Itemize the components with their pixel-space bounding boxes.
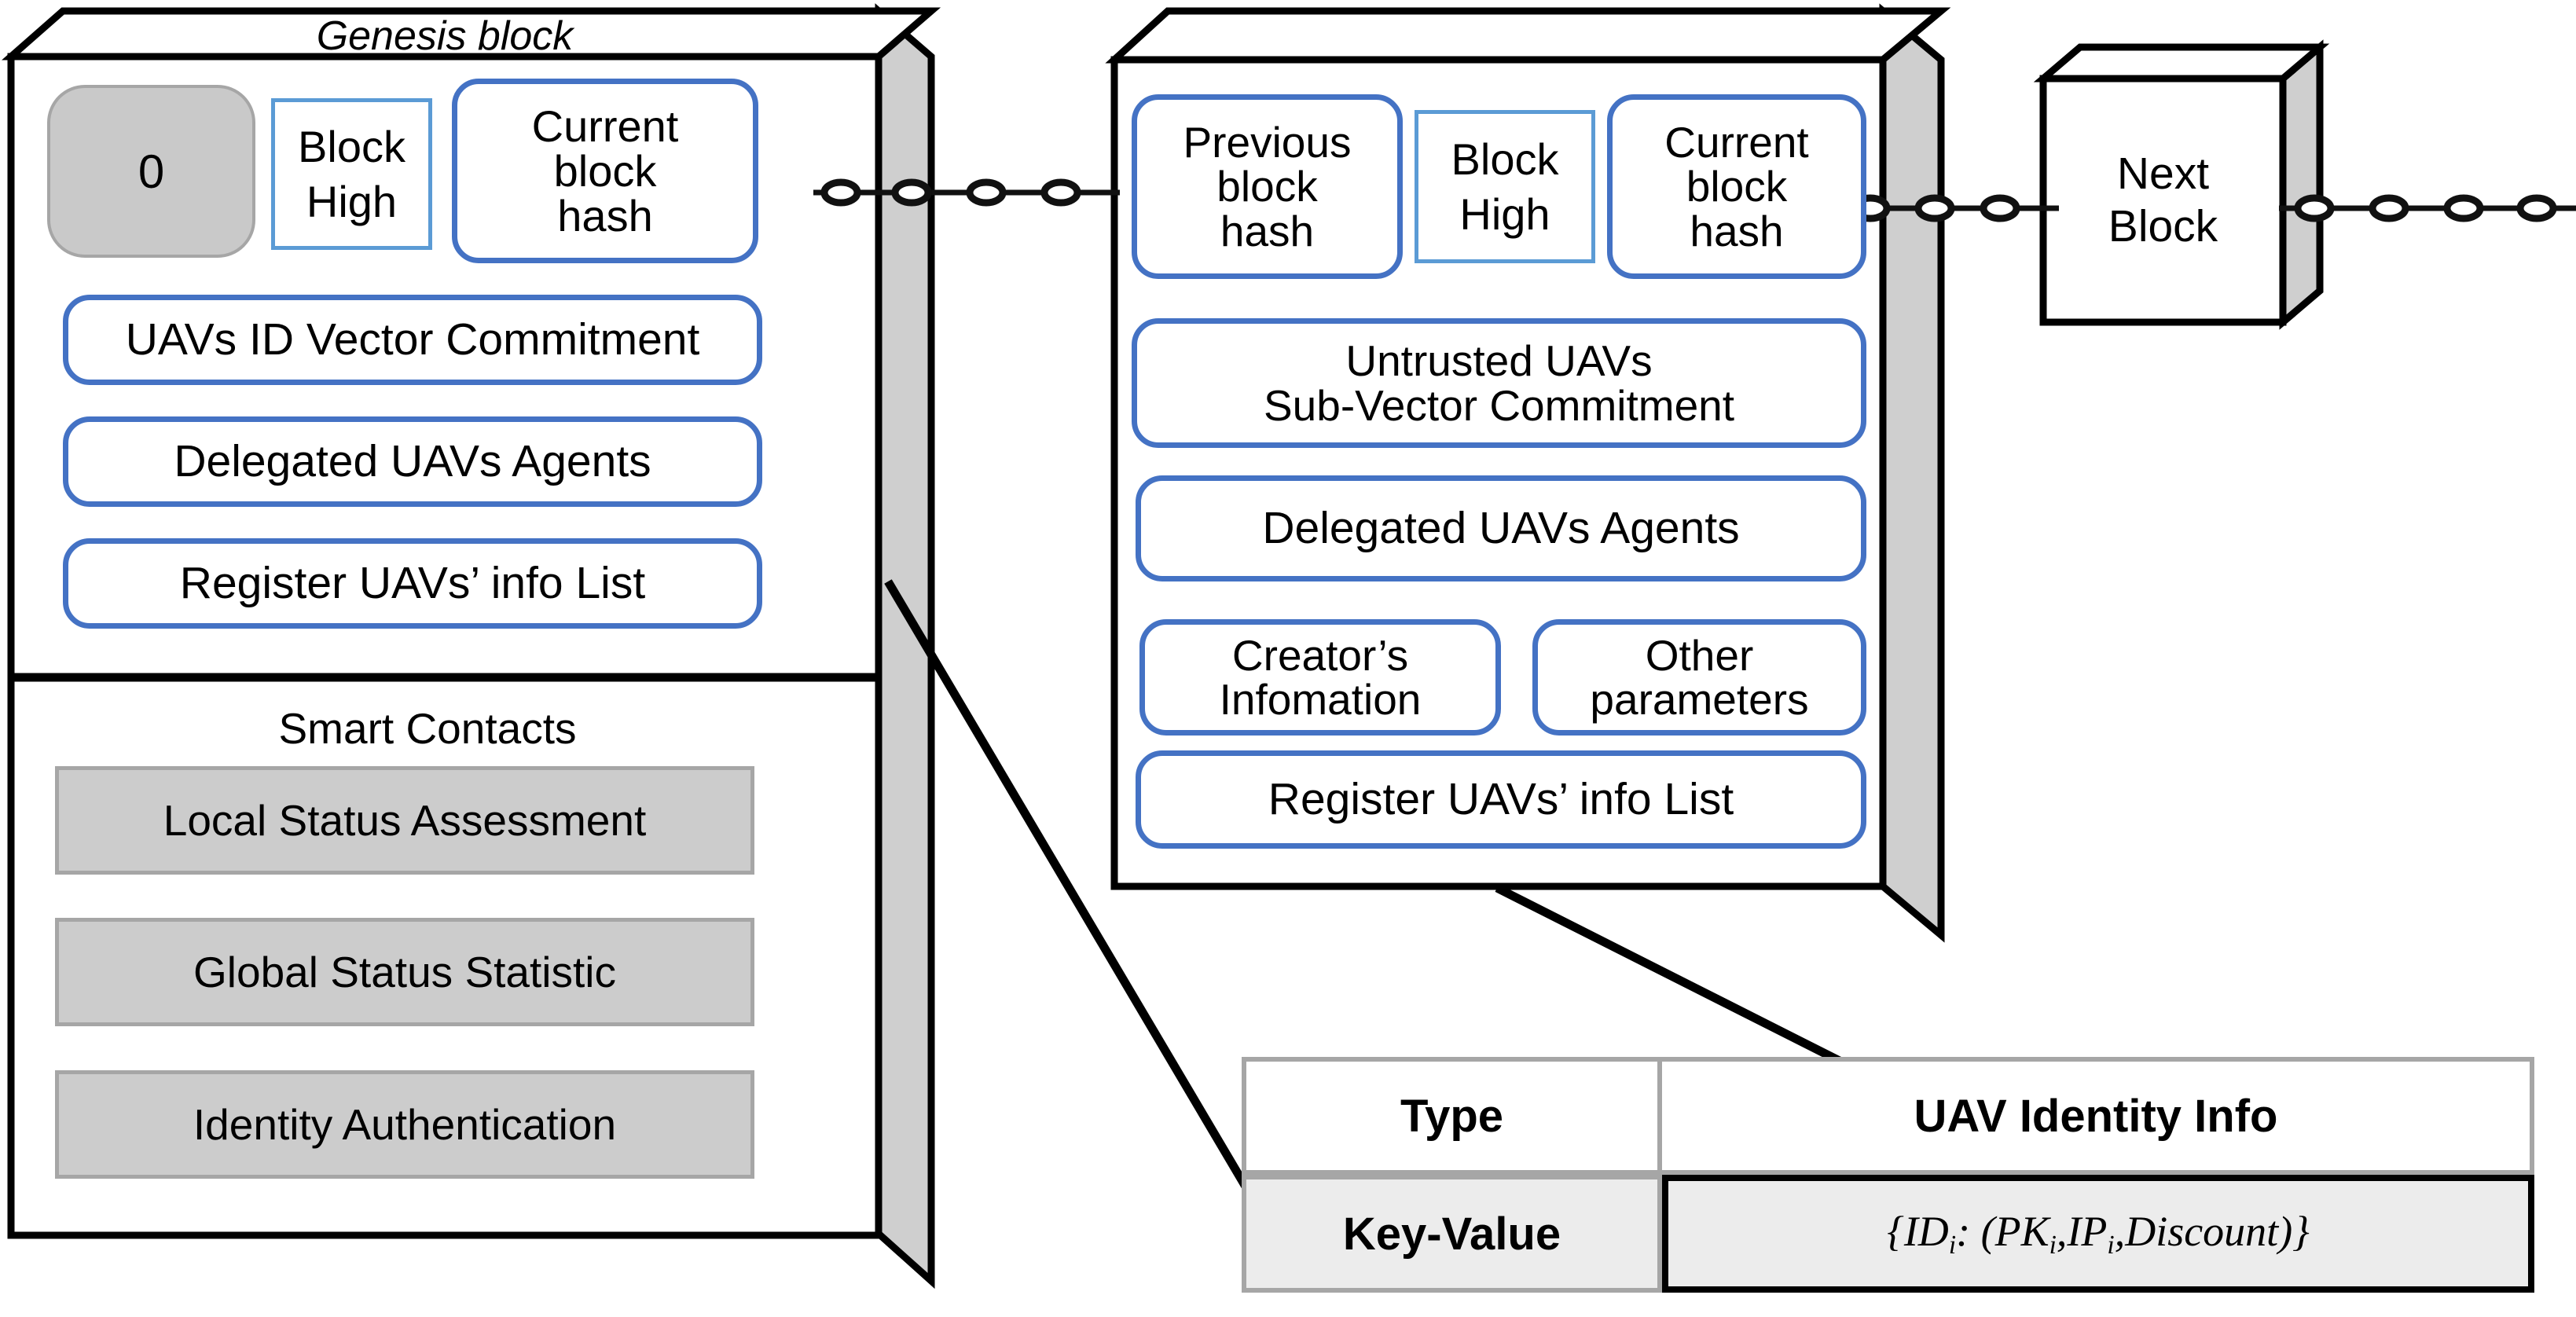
smart-contract-identity-authentication: Identity Authentication [55,1070,754,1179]
genesis-current-hash-line3: hash [557,191,653,241]
genesis-block-height-value: 0 [47,85,255,258]
second-block-high-line2: High [1459,189,1550,239]
second-commitment-line1: Untrusted UAVs [1345,336,1653,386]
smart-contracts-title: Smart Contacts [278,704,577,753]
second-other-line1: Other [1645,630,1754,680]
genesis-current-hash-line1: Current [531,101,679,151]
genesis-row-register-uavs-info-list: Register UAVs’ info List [63,538,762,629]
formula-close-paren-brace: )} [2278,1207,2310,1255]
formula-colon: : ( [1956,1207,1995,1255]
second-block-high-line1: Block [1451,134,1559,184]
second-row-register-uavs-info-list: Register UAVs’ info List [1136,750,1866,849]
chain-link-connector-2 [1843,198,2059,218]
table-cell-uav-identity-formula: {IDi: (PKi,IPi,Discount)} [1662,1175,2534,1293]
second-current-hash-line3: hash [1690,206,1784,255]
second-creator-line1: Creator’s [1231,630,1409,680]
formula-discount: Discount [2125,1207,2279,1255]
second-block-high-box: Block High [1415,110,1595,263]
formula-id: ID [1903,1207,1949,1255]
second-commitment-line2: Sub-Vector Commitment [1263,380,1735,430]
genesis-block-high-line1: Block [298,121,405,171]
formula-id-subscript: i [1948,1231,1957,1260]
next-block-line1: Next [2116,148,2210,199]
formula-ip-subscript: i [2107,1231,2115,1260]
formula-pk-subscript: i [2049,1231,2057,1260]
formula-ip: IP [2067,1207,2108,1255]
second-creator-line2: Infomation [1219,675,1422,724]
genesis-block-title: Genesis block [316,13,574,59]
genesis-row-delegated-uavs-agents: Delegated UAVs Agents [63,416,762,507]
genesis-current-hash-line2: block [553,145,657,196]
second-previous-hash-line3: hash [1220,206,1315,255]
genesis-block-high-line2: High [306,176,398,226]
second-row-other-parameters: Other parameters [1532,619,1866,736]
second-row-untrusted-uavs-sub-vector-commitment: Untrusted UAVs Sub-Vector Commitment [1132,318,1866,448]
genesis-row-uavs-id-vector-commitment: UAVs ID Vector Commitment [63,295,762,385]
formula-pk: PK [1994,1207,2049,1255]
table-header-uav-identity-info: UAV Identity Info [1662,1057,2534,1175]
smart-contract-local-status-assessment: Local Status Assessment [55,766,754,875]
uav-identity-table: Type UAV Identity Info Key-Value {IDi: (… [1242,1057,2534,1293]
table-header-type: Type [1242,1057,1662,1175]
next-block-label: Next Block [2047,110,2279,291]
formula-comma-2: , [2114,1207,2126,1255]
table-row-label-key-value: Key-Value [1242,1175,1662,1293]
genesis-current-block-hash-box: Current block hash [452,79,758,263]
second-other-line2: parameters [1590,675,1809,724]
formula-comma-1: , [2056,1207,2068,1255]
second-previous-hash-line2: block [1216,162,1318,211]
second-current-hash-line1: Current [1664,118,1809,167]
second-current-block-hash-box: Current block hash [1607,94,1866,279]
second-previous-block-hash-box: Previous block hash [1132,94,1403,279]
genesis-block-high-box: Block High [271,98,432,250]
chain-link-connector-3 [2279,198,2576,218]
second-current-hash-line2: block [1686,162,1788,211]
next-block-line2: Block [2108,201,2218,251]
second-previous-hash-line1: Previous [1183,118,1352,167]
uav-identity-formula: {IDi: (PKi,IPi,Discount)} [1887,1207,2310,1260]
smart-contract-global-status-statistic: Global Status Statistic [55,918,754,1026]
chain-link-connector-1 [813,182,1120,203]
second-row-creators-infomation: Creator’s Infomation [1139,619,1501,736]
second-row-delegated-uavs-agents: Delegated UAVs Agents [1136,475,1866,581]
formula-open-brace: { [1887,1207,1904,1255]
